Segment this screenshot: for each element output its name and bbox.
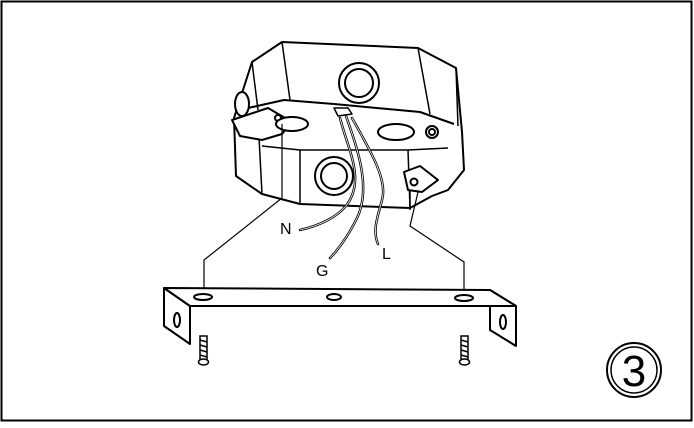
line-wire-inner xyxy=(351,117,384,245)
wires xyxy=(298,114,385,260)
label-ground: G xyxy=(316,263,328,280)
mounting-bracket xyxy=(163,287,517,347)
screw-right xyxy=(458,335,471,366)
junction-box xyxy=(231,41,465,210)
ground-wire-inner xyxy=(329,115,364,259)
step-number: 3 xyxy=(622,347,646,396)
label-neutral: N xyxy=(280,221,292,238)
step-number-badge: 3 xyxy=(606,342,662,398)
screw-left xyxy=(197,335,210,366)
neutral-wire-inner xyxy=(299,117,356,231)
alignment-lines xyxy=(203,124,465,290)
label-line: L xyxy=(382,246,391,263)
